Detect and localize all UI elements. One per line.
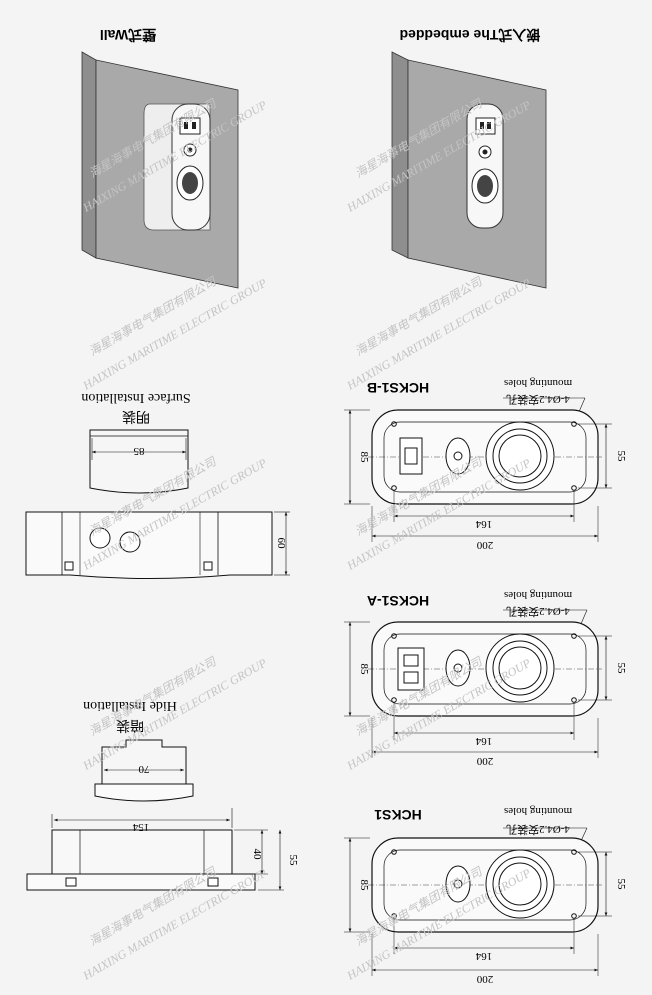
plate-height-value: 85: [358, 880, 370, 892]
plate-model-label: HCKS1-B: [367, 380, 429, 396]
plate-hcks1-b: HCKS1-B mounting holes 4-Ø4.2安装孔 85 55 1…: [344, 377, 627, 551]
push-button-icon: [485, 849, 555, 919]
surface-box-outline: [89, 429, 189, 494]
plate-hole-span-value: 164: [475, 518, 492, 530]
hide-depth-value: 40: [251, 849, 263, 861]
indicator-lamp-icon: [445, 437, 471, 475]
hide-label-cn: 暗装: [116, 717, 144, 733]
mounting-holes-en: mounting holes: [504, 805, 572, 817]
surface-height-value: 60: [275, 538, 287, 550]
hide-side-body: [51, 829, 233, 875]
hide-label-en: Hide Installation: [83, 698, 177, 713]
plate-hole-height-value: 55: [615, 451, 627, 463]
plate-hole-span-value: 164: [475, 735, 492, 747]
plate-height-value: 85: [358, 452, 370, 464]
plate-hcks1-a: HCKS1-A mounting holes 4-Ø4.2安装孔 85 55 1…: [344, 589, 627, 767]
mounting-holes-cn: 4-Ø4.2安装孔: [506, 393, 570, 407]
wall-side: [81, 51, 97, 259]
plate-width-value: 200: [476, 539, 493, 551]
plate-hole-height-value: 55: [615, 663, 627, 675]
plate-model-label: HCKS1-A: [367, 593, 429, 609]
surface-label-cn: 明装: [122, 408, 150, 424]
embedded-view-title: 嵌入式The embedded: [400, 27, 541, 43]
hide-total-value: 55: [287, 855, 299, 867]
indicator-lamp-icon: [445, 865, 471, 903]
wall-view-title: 壁式Wall: [100, 27, 156, 43]
plate-width-value: 200: [476, 755, 493, 767]
push-button-icon: [485, 633, 555, 703]
hide-length-value: 154: [132, 821, 149, 833]
hide-installation-view: Hide Installation 暗装 70 154 40 55: [26, 698, 299, 891]
surface-installation-view: Surface Installation 明装 85 60: [25, 390, 290, 579]
cable-gland-icon: [119, 531, 141, 553]
mounting-holes-cn: 4-Ø4.2安装孔: [506, 823, 570, 837]
plate-hole-span-value: 164: [475, 950, 492, 962]
mounting-holes-cn: 4-Ø4.2安装孔: [506, 605, 570, 619]
plate-model-label: HCKS1: [374, 807, 422, 823]
cable-gland-icon: [89, 527, 111, 549]
socket-outlet-icon: [397, 647, 425, 691]
socket-pin-right: [192, 122, 196, 129]
mounting-holes-en: mounting holes: [504, 377, 572, 389]
push-button-icon: [485, 421, 555, 491]
plate-width-value: 200: [476, 973, 493, 985]
plate-hcks1: HCKS1 mounting holes 4-Ø4.2安装孔 85 55 164…: [344, 805, 627, 985]
mounting-holes-en: mounting holes: [504, 589, 572, 601]
hide-flange-outline: [94, 783, 194, 802]
hide-width-value: 70: [138, 763, 150, 775]
hide-side-flange: [26, 873, 256, 891]
plate-hole-height-value: 55: [615, 879, 627, 891]
socket-pin-left: [184, 122, 188, 129]
surface-label-en: Surface Installation: [81, 390, 190, 405]
embedded-mount-illustration: [391, 51, 547, 289]
wall-mount-illustration: [81, 51, 239, 289]
indicator-lamp-icon: [445, 649, 471, 687]
plate-height-value: 85: [358, 664, 370, 676]
surface-width-value: 85: [133, 445, 145, 457]
push-button-center: [182, 172, 198, 194]
